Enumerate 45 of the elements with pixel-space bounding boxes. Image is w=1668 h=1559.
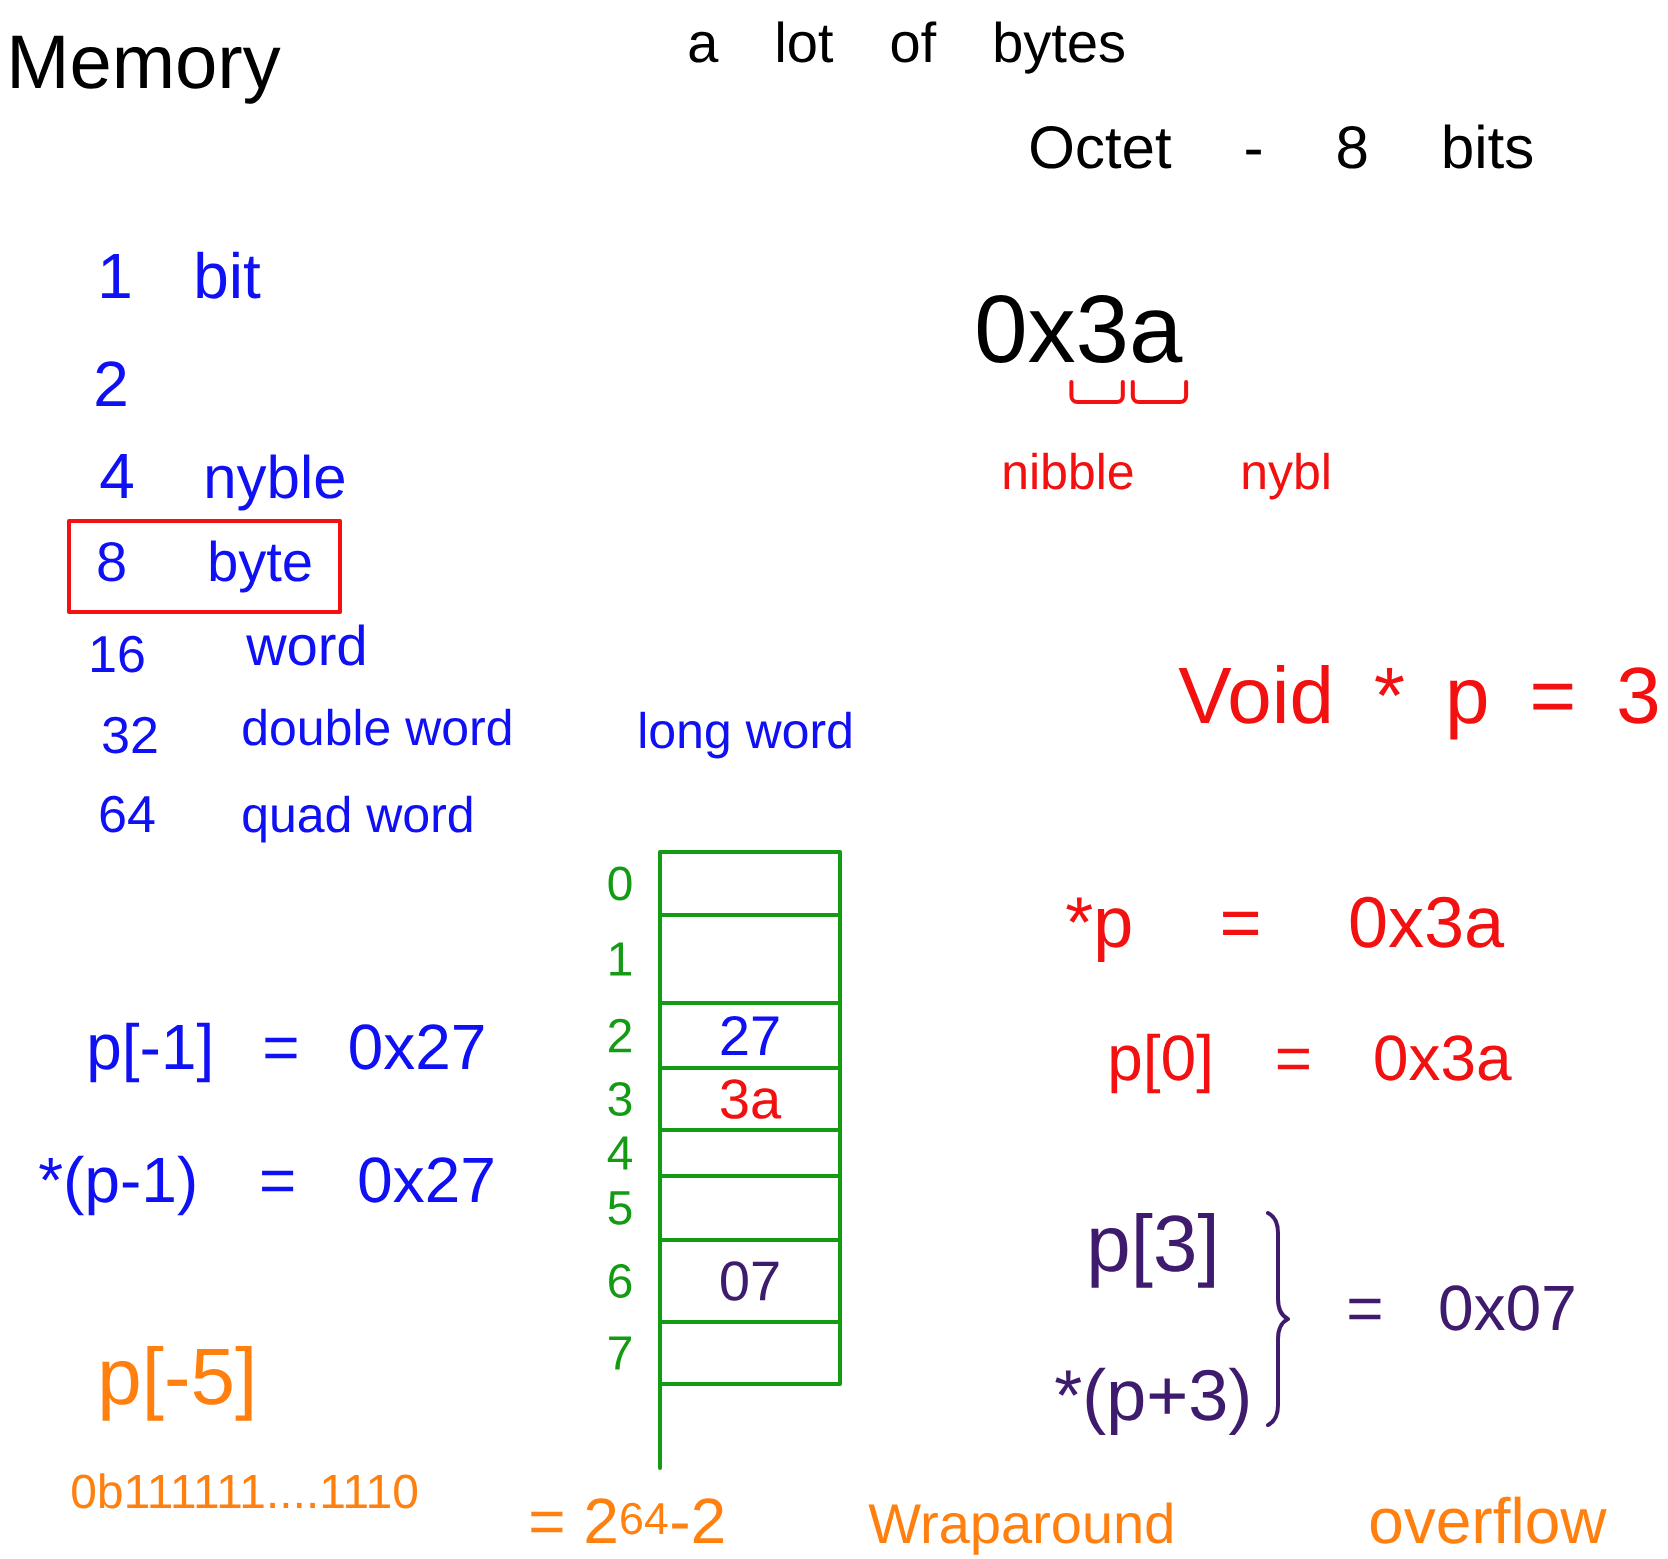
expression: p[3] (1091, 1213, 1214, 1288)
note: overflow (1370, 1496, 1607, 1544)
memory-cell (658, 1320, 842, 1386)
bit-count: 2 (96, 361, 126, 406)
brace-label: nybl (1243, 452, 1329, 500)
expression: *(p+3) (1055, 1367, 1248, 1435)
note: Wraparound (868, 1502, 1172, 1555)
address-number: 6 (609, 1264, 632, 1298)
memory-cell: 3a (658, 1066, 842, 1132)
address-number: 4 (607, 1136, 632, 1170)
equation: *(p-1) = 0x27 (39, 1155, 493, 1216)
address-number: 2 (609, 1018, 631, 1053)
title: Memory (12, 35, 281, 104)
address-number: 0 (608, 866, 632, 901)
hex-value: 0x3a (977, 295, 1183, 363)
bit-count: 1 (102, 253, 130, 298)
bit-count: 32 (103, 716, 157, 754)
memory-cell: 27 (658, 1001, 842, 1070)
memory-cell (658, 1128, 842, 1178)
binary-value: 0b111111....1110 (72, 1473, 418, 1509)
memory-cell (658, 913, 842, 1005)
address-number: 1 (610, 942, 631, 976)
note: a lot of bytes (689, 21, 1124, 74)
equation: *p = 0x3a (1066, 896, 1505, 962)
equation: p[0] = 0x3a (1111, 1033, 1512, 1094)
equation: Void * p = 3 (1178, 665, 1658, 740)
memory-cell (658, 850, 842, 917)
address-number: 7 (609, 1336, 631, 1370)
expression: p[-5] (102, 1346, 252, 1421)
note: Octet - 8 bits (1031, 124, 1533, 169)
equation: = 2$^{64}$-2 (531, 1498, 723, 1543)
unit-name: long word (640, 711, 851, 759)
memory-cell (658, 1174, 842, 1242)
unit-name: word (246, 624, 364, 666)
bit-count: 64 (100, 795, 155, 833)
address-number: 3 (608, 1082, 632, 1116)
unit-name: quad word (243, 795, 472, 843)
memory-cell: 07 (658, 1238, 842, 1324)
equation: = 0x07 (1349, 1285, 1574, 1331)
equation: p[-1] = 0x27 (90, 1022, 484, 1083)
highlight-box: 8 byte (67, 519, 342, 614)
unit-name: double word (243, 708, 511, 746)
brace-label: nibble (1004, 452, 1133, 490)
unit-name: bit (197, 251, 261, 299)
address-number: 5 (608, 1191, 632, 1225)
